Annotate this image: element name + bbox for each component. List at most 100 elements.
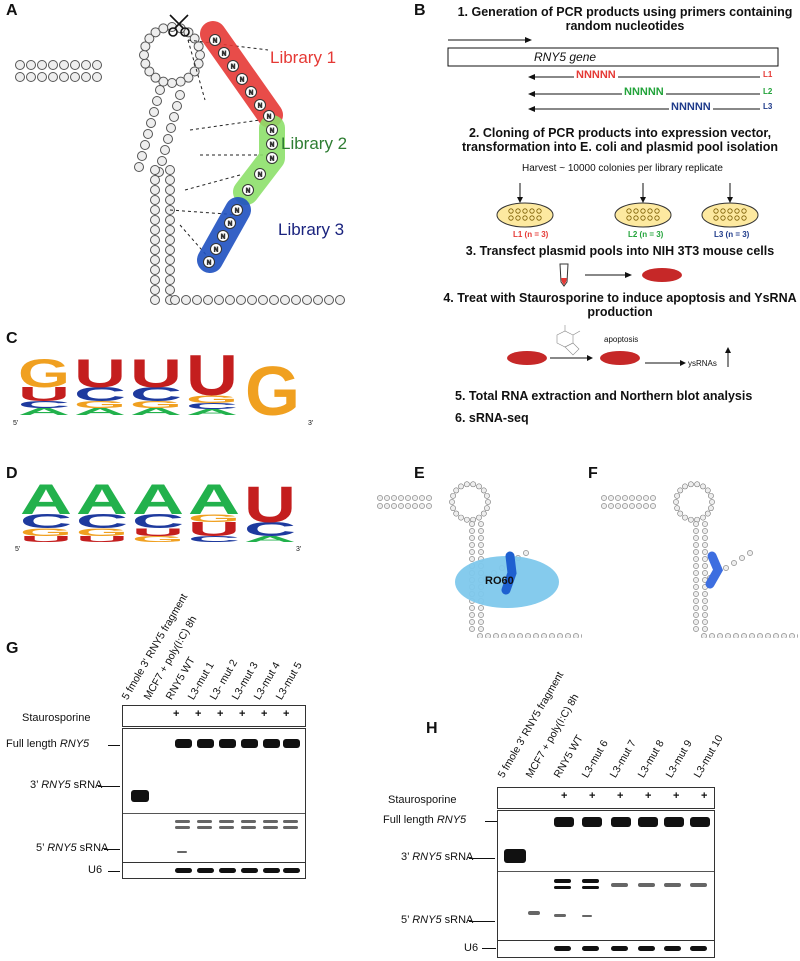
logo-d-5prime: 5' [15,546,21,553]
svg-text:N: N [213,39,217,45]
transfection-diagram [559,263,682,287]
h-u6-band [554,946,571,951]
svg-text:A: A [20,480,72,523]
apoptosis-label: apoptosis [604,335,639,344]
svg-text:U: U [76,535,128,544]
h-band [638,817,658,827]
pool-dish-l2 [614,202,672,228]
g-blot-upper [122,728,306,878]
panel-a-letter: A [6,2,18,19]
svg-text:N: N [222,52,226,58]
g-band [241,826,256,829]
g-stauro-plus: + [239,708,246,720]
h-row-u6: U6 [464,942,479,954]
svg-text:N: N [221,235,225,241]
step-4-text: 4. Treat with Staurosporine to induce ap… [443,291,797,319]
h-band [582,817,602,827]
h-band [582,915,592,917]
h-stauro-plus: + [617,790,624,802]
tube-icon [559,263,569,287]
library-3-label: Library 3 [278,220,345,239]
g-stauro-plus: + [283,708,290,720]
panel-f-letter: F [588,465,598,482]
library-2-label: Library 2 [281,134,348,153]
g-u6-band [263,868,280,873]
h-stauro-plus: + [645,790,652,802]
h-lane-label: L3-mut 6 [579,738,611,780]
g-stauro-plus: + [195,708,202,720]
ro60-label: RO60 [485,575,514,587]
svg-text:A: A [74,406,126,417]
h-band [664,817,684,827]
h-stauro-plus: + [561,790,568,802]
svg-text:N: N [235,209,239,215]
step-3-text: 3. Transfect plasmid pools into NIH 3T3 … [465,244,775,258]
h-band [554,817,574,827]
g-band [263,820,278,823]
pool-l1-label: L1 (n = 3) [513,230,549,239]
primer-l2-tag: L2 [763,87,773,96]
ysrnas-label: ysRNAs [688,359,717,368]
svg-text:N: N [246,189,250,195]
h-lane-label: L3-mut 9 [663,738,695,780]
g-band [175,820,190,823]
scissors-icon [168,14,190,37]
svg-text:N: N [267,115,271,121]
g-band [283,820,298,823]
svg-text:N: N [240,78,244,84]
svg-text:U: U [186,355,238,408]
svg-text:G: G [186,393,238,406]
gene-diagram [447,37,779,112]
svg-text:U: U [18,383,70,406]
pool-l2-label: L2 (n = 3) [628,230,664,239]
g-stauro-plus: + [173,708,180,720]
svg-text:G: G [245,355,300,430]
g-u6-band [219,868,236,873]
cell-icon [642,268,682,282]
g-stauro-box [122,705,306,727]
svg-text:A: A [186,408,238,417]
g-band [219,820,234,823]
g-band [197,739,214,748]
staurosporine-molecule-icon [556,325,581,356]
step-5-text: 5. Total RNA extraction and Northern blo… [455,389,753,403]
svg-text:C: C [76,510,128,533]
g-band [197,820,212,823]
gene-label: RNY5 gene [534,50,597,64]
h-u6-band [582,946,599,951]
svg-text:U: U [74,355,126,396]
svg-text:C: C [188,535,240,544]
g-band [219,739,236,748]
logo-d-3prime: 3' [296,546,302,553]
g-row-u6: U6 [88,864,103,876]
h-row-3prime: 3’ RNY5 sRNA [401,851,474,863]
svg-text:C: C [186,402,238,411]
g-band [263,826,278,829]
h-stauro-plus: + [701,790,708,802]
h-band [582,886,599,889]
h-row-5prime: 5’ RNY5 sRNA [401,914,474,926]
svg-text:N: N [258,104,262,110]
svg-text:N: N [270,129,274,135]
g-blot-u6 [122,862,306,879]
h-lane-label: L3-mut 8 [635,738,667,780]
g-band [283,739,300,748]
panel-h-letter: H [426,720,438,737]
primer-l3-tag: L3 [763,102,773,111]
svg-text:N: N [270,157,274,163]
panel-d-letter: D [6,465,18,482]
g-row-5prime: 5’ RNY5 sRNA [36,842,109,854]
g-stauro-plus: + [261,708,268,720]
svg-text:C: C [74,383,126,406]
g-u6-band [175,868,192,873]
svg-text:N: N [231,65,235,71]
primer-l1-seq: NNNNN [574,69,618,81]
g-staurosporine-label: Staurosporine [22,712,91,724]
svg-text:A: A [130,406,182,417]
h-band [638,883,655,887]
library-1-label: Library 1 [270,48,337,67]
svg-text:N: N [270,143,274,149]
panel-b-letter: B [414,2,426,19]
svg-text:C: C [132,510,184,533]
colony-arrows [496,183,759,228]
